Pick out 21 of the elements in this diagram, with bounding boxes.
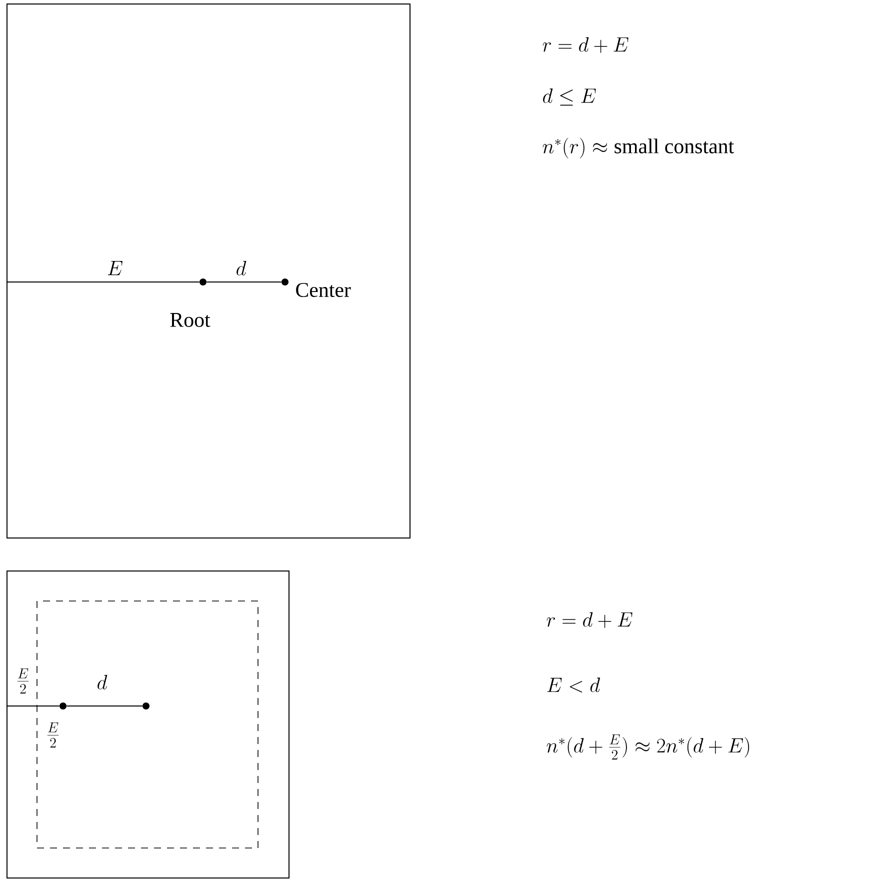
edge-label: $d$ bbox=[234, 260, 248, 276]
edge-label: $E$ bbox=[106, 260, 124, 276]
edge-label: $d$ bbox=[96, 674, 108, 690]
dot bbox=[282, 278, 288, 286]
line-segment bbox=[66, 705, 142, 707]
point-label: Center bbox=[296, 282, 351, 298]
dot bbox=[60, 702, 66, 710]
equation: $d \leq E$ bbox=[543, 88, 596, 106]
line-segment bbox=[206, 281, 282, 283]
point-label: Root bbox=[170, 313, 210, 327]
equation: $n^*(d + \frac{E}{2}) \approx 2n^*(d + E)$ bbox=[546, 734, 750, 760]
line-segment bbox=[7, 281, 200, 283]
equation: $n^*(r) \approx \mbox{small constant}$ bbox=[542, 138, 734, 158]
equation: $E < d$ bbox=[547, 678, 600, 692]
line-segment bbox=[7, 705, 60, 707]
dot bbox=[142, 702, 150, 710]
dot bbox=[200, 278, 206, 286]
equation: $r = d + E$ bbox=[542, 37, 628, 53]
fraction-label: $\frac{E}{2}$ bbox=[46, 722, 60, 748]
fraction-label: $\frac{E}{2}$ bbox=[16, 668, 30, 694]
equation: $r = d + E$ bbox=[546, 612, 632, 628]
